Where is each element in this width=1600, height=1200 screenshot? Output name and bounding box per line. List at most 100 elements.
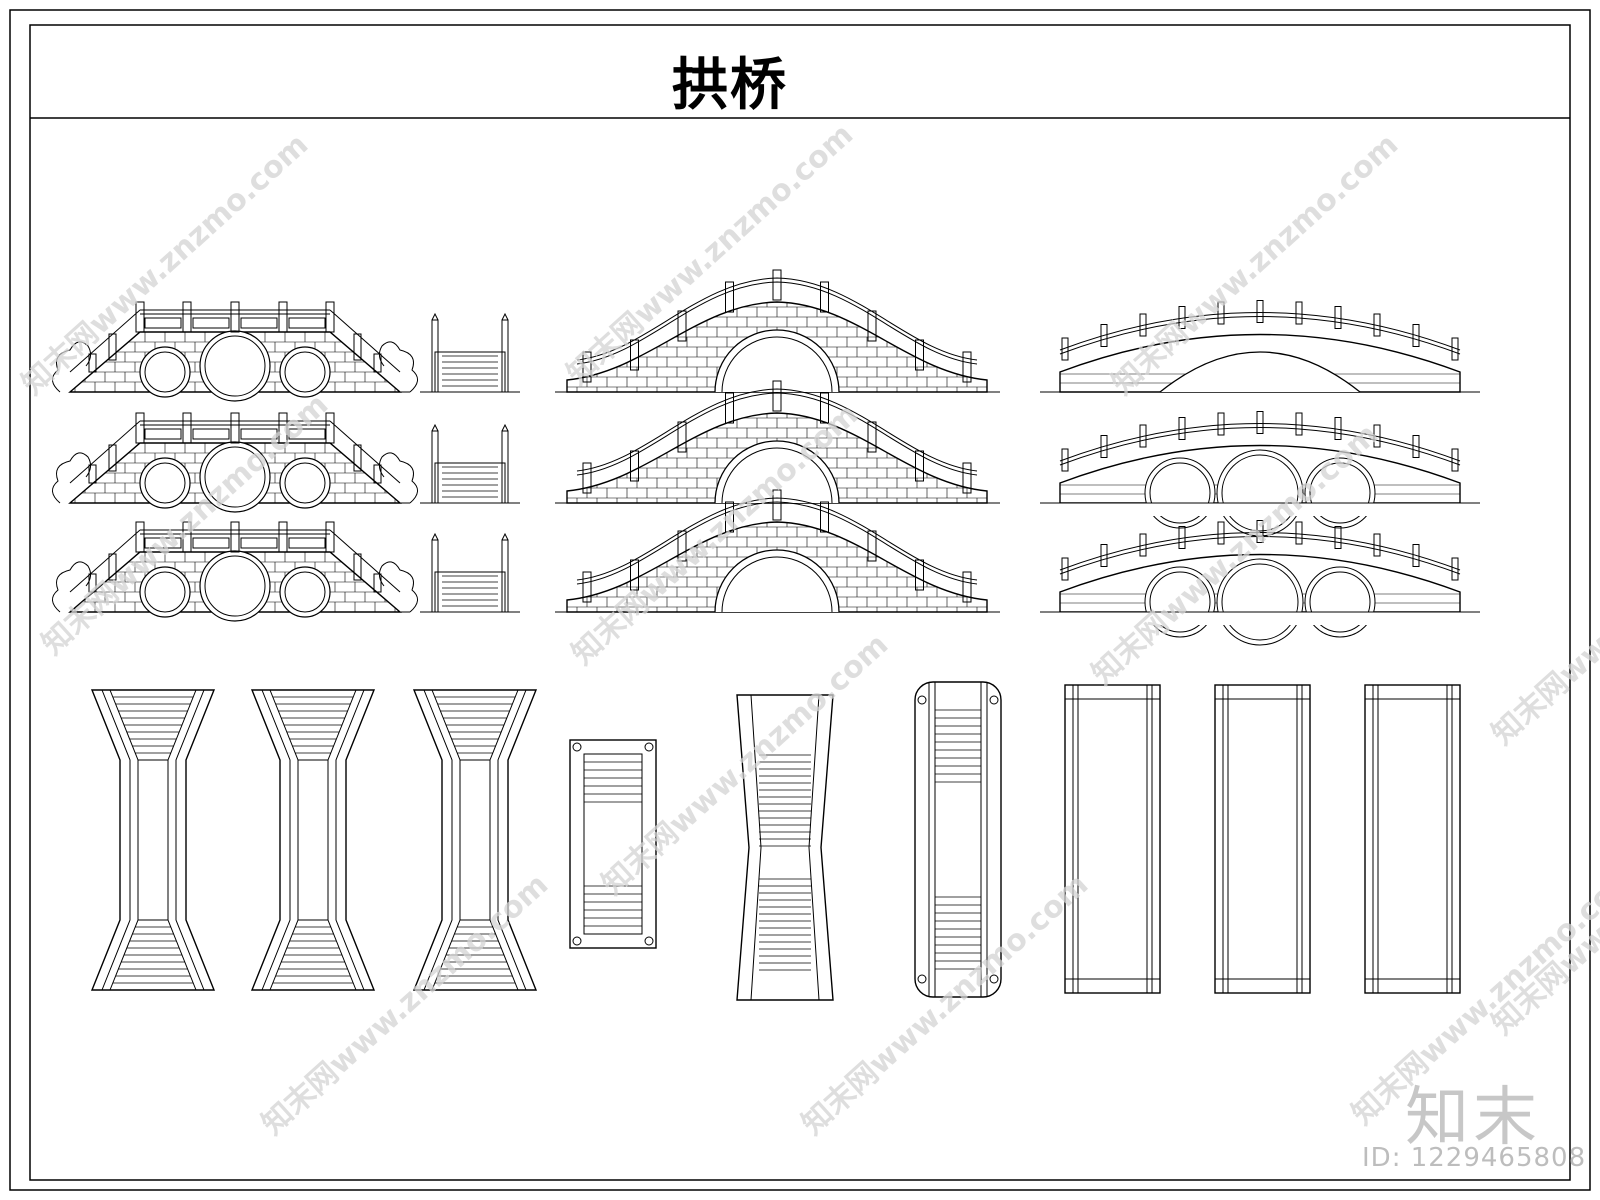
- handrail: [1059, 312, 1461, 351]
- railing-post: [725, 281, 734, 313]
- railing-panel: [144, 537, 182, 549]
- arch-opening: [721, 556, 833, 613]
- plan-straight: [1364, 684, 1461, 994]
- parapet-line: [101, 689, 131, 991]
- handrail: [1059, 536, 1461, 575]
- shrub: [52, 341, 92, 393]
- page-title: 拱桥: [672, 53, 788, 118]
- handrail: [69, 309, 141, 373]
- post-marker: [917, 695, 927, 705]
- arch-opening: [204, 555, 266, 617]
- railing-post: [1295, 301, 1303, 325]
- post-marker: [917, 974, 927, 984]
- handrail: [69, 420, 141, 484]
- elevation-end-view: [431, 312, 509, 393]
- bridge-outline: [1059, 444, 1461, 504]
- plan-straight: [1064, 684, 1161, 994]
- handrail: [576, 388, 978, 472]
- railing-post: [915, 339, 924, 371]
- shrub: [378, 341, 418, 393]
- railing-post: [230, 521, 240, 553]
- railing-post: [1412, 435, 1420, 458]
- arch-opening: [284, 462, 326, 504]
- railing-post: [1256, 520, 1264, 543]
- end-post: [431, 539, 439, 613]
- arch-opening: [284, 571, 326, 613]
- railing-post: [962, 462, 972, 494]
- railing-post: [962, 571, 972, 603]
- railing-post: [1100, 544, 1108, 567]
- railing-panel: [240, 537, 278, 549]
- elevation-end-view: [431, 423, 509, 504]
- railing-post: [1061, 557, 1069, 581]
- railing-post: [230, 301, 240, 333]
- railing-post: [135, 521, 145, 553]
- railing-post: [582, 571, 592, 603]
- post-marker: [572, 936, 582, 946]
- railing-post: [677, 310, 687, 342]
- railing-post: [108, 553, 117, 581]
- handrail: [1059, 316, 1461, 355]
- railing-post: [373, 353, 382, 373]
- image-id-label: ID: 1229465808: [1362, 1143, 1587, 1173]
- railing-post: [108, 333, 117, 361]
- end-frame: [434, 571, 506, 613]
- railing-post: [1334, 306, 1342, 329]
- railing-post: [373, 573, 382, 593]
- railing-post: [820, 501, 829, 533]
- railing-post: [772, 269, 782, 301]
- ground-mask: [1055, 612, 1465, 625]
- railing-panel: [144, 428, 182, 440]
- railing-post: [135, 301, 145, 333]
- railing-post: [1061, 448, 1069, 472]
- railing-post: [353, 553, 362, 581]
- arch-opening: [144, 462, 186, 504]
- elevation-gentle-bridge: [1050, 411, 1470, 537]
- arch-opening: [721, 336, 833, 393]
- post-cap: [501, 312, 509, 321]
- railing-post: [1217, 521, 1225, 545]
- brand-logo-text: 知末: [1405, 1081, 1541, 1155]
- railing-post: [278, 412, 288, 444]
- railing-post: [582, 351, 592, 383]
- handrail: [69, 529, 141, 593]
- end-post: [431, 430, 439, 504]
- railing-post: [1217, 301, 1225, 325]
- railing-post: [820, 281, 829, 313]
- bridge-outline: [566, 521, 988, 613]
- shrub: [378, 561, 418, 613]
- parapet-line: [750, 694, 762, 1001]
- plan-outline: [90, 689, 216, 991]
- railing-post: [1295, 521, 1303, 545]
- post-cap: [501, 532, 509, 541]
- post-cap: [501, 423, 509, 432]
- railing-post: [353, 333, 362, 361]
- railing-post: [1139, 533, 1147, 557]
- railing-panel: [192, 537, 230, 549]
- plan-hourglass-narrow: [736, 694, 834, 1001]
- railing-post: [1334, 417, 1342, 440]
- railing-post: [88, 353, 97, 373]
- arch-opening: [204, 446, 266, 508]
- parapet-line: [808, 694, 820, 1001]
- end-frame: [434, 351, 506, 393]
- plan-hourglass: [250, 689, 376, 991]
- parapet-line: [327, 689, 357, 991]
- railing-post: [373, 464, 382, 484]
- elevation-trapezoid-bridge: [52, 521, 418, 622]
- railing-post: [1373, 424, 1381, 448]
- deck-edge: [583, 753, 643, 935]
- railing-post: [1373, 313, 1381, 337]
- railing-post: [867, 530, 877, 562]
- handrail: [1059, 532, 1461, 571]
- elevation-end-view: [431, 532, 509, 613]
- railing-post: [182, 521, 192, 553]
- plan-rounded: [914, 681, 1002, 998]
- post-cap: [431, 532, 439, 541]
- railing-post: [278, 301, 288, 333]
- railing-post: [915, 559, 924, 591]
- arch-opening: [721, 447, 833, 504]
- plan-outline: [1064, 684, 1161, 994]
- handrail: [1059, 423, 1461, 462]
